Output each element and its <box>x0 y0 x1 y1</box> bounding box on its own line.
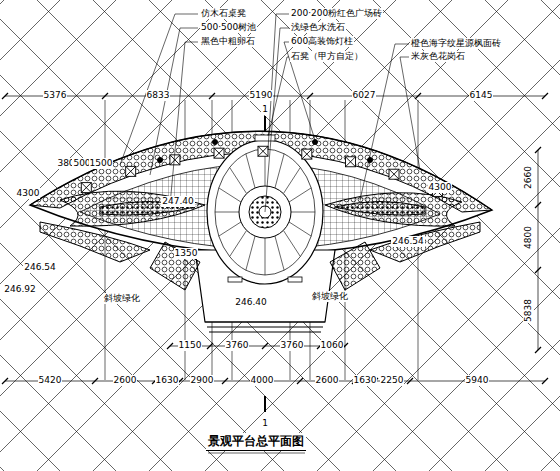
tree-pit <box>345 157 355 167</box>
paving-ray <box>275 154 284 188</box>
dimension-tick <box>222 378 228 384</box>
dimension-text: 1 <box>261 104 269 115</box>
dimension-text: 2600 <box>113 375 138 386</box>
paving-ray <box>283 230 300 256</box>
grid-line <box>37 0 508 471</box>
dimension-tick <box>2 93 8 99</box>
tree-pit <box>258 146 268 156</box>
dimension-text: 5940 <box>465 375 490 386</box>
dimension-text: 6833 <box>146 90 171 101</box>
dimension-text: 3760 <box>280 340 305 351</box>
grid-line <box>541 0 560 471</box>
tree-pit <box>214 148 224 158</box>
dimension-tick <box>542 93 548 99</box>
dimension-text: 1150 <box>178 340 203 351</box>
paving-ray <box>219 222 241 236</box>
dimension-text: 4000 <box>250 375 275 386</box>
dimension-text: 6027 <box>352 90 377 101</box>
dimension-text: 1060 <box>320 340 345 351</box>
dimension-tick <box>209 93 215 99</box>
tree-pit <box>302 149 312 159</box>
dimension-tick <box>262 343 268 349</box>
paving-ray <box>289 222 311 236</box>
material-callout: 仿木石桌凳 <box>200 8 247 19</box>
paving-ray <box>246 236 255 270</box>
material-callout: 200·200粉红色广场砖 <box>290 8 383 19</box>
paving-ray <box>283 167 300 193</box>
dimension-tick <box>297 378 303 384</box>
grid-line <box>0 0 4 471</box>
dimension-text: 1350 <box>174 248 199 259</box>
dimension-text: 3760 <box>225 340 250 351</box>
paving-ray <box>219 188 241 202</box>
dimension-tick <box>2 378 8 384</box>
dimension-text: 5838 <box>523 298 534 323</box>
dimension-tick <box>307 93 313 99</box>
paving-ray <box>230 167 247 193</box>
dimension-text: 1630 <box>155 375 180 386</box>
tree-pit <box>126 166 136 176</box>
material-callout: 500·500树池 <box>200 22 257 33</box>
paving-ray <box>291 212 315 213</box>
dimension-text: 2660 <box>523 165 534 190</box>
paving-ray <box>215 212 239 213</box>
dimension-text: 2900 <box>190 375 215 386</box>
material-callout: 浅绿色水洗石 <box>290 22 346 33</box>
dimension-tick <box>102 93 108 99</box>
area-note: 斜坡绿化 <box>311 291 349 302</box>
paving-ray <box>230 230 247 256</box>
dimension-tick <box>535 267 541 273</box>
elevation-text: 246.92 <box>3 284 37 295</box>
dimension-tick <box>535 202 541 208</box>
elevation-text: 246.54 <box>391 236 425 247</box>
area-note: 斜坡绿化 <box>103 293 141 304</box>
dimension-text: 1500 <box>89 158 114 169</box>
tree-pit <box>81 183 91 193</box>
dimension-text: 4800 <box>523 225 534 250</box>
grid-line <box>37 0 508 471</box>
drawing-title: 景观平台总平面图 <box>206 433 306 451</box>
dimension-tick <box>207 343 213 349</box>
grid-line <box>485 0 560 471</box>
dimension-text: 2250 <box>380 375 405 386</box>
paving-ray <box>275 236 284 270</box>
paving-ray <box>246 154 255 188</box>
dimension-tick <box>92 378 98 384</box>
dimension-text: 5190 <box>249 90 274 101</box>
dimension-tick <box>542 378 548 384</box>
elevation-text: 247.40 <box>161 196 195 207</box>
dimension-tick <box>535 147 541 153</box>
dimension-text: 4300 <box>16 188 41 199</box>
material-callout: 橙色海字纹星源枫面砖 <box>410 38 502 49</box>
dimension-text: 1630 <box>353 375 378 386</box>
dimension-tick <box>415 93 421 99</box>
dimension-text: 2600 <box>315 375 340 386</box>
material-callout: 米灰色花岗石 <box>410 51 466 62</box>
material-callout: 黑色中粗卵石 <box>200 36 256 47</box>
dimension-tick <box>407 378 413 384</box>
dimension-text: 5420 <box>38 375 63 386</box>
dimension-tick <box>167 343 173 349</box>
grid-line <box>541 0 560 471</box>
tree-pit <box>389 169 399 179</box>
dimension-text: 1 <box>261 418 269 429</box>
elevation-text: 246.54 <box>23 262 57 273</box>
elevation-text: 246.40 <box>234 297 268 308</box>
dimension-text: 4300 <box>428 182 453 193</box>
dimension-text: 5376 <box>43 90 68 101</box>
paving-ray <box>289 188 311 202</box>
grid-line <box>485 0 560 471</box>
tree-pit <box>170 155 180 165</box>
material-callout: 石凳（甲方自定） <box>290 51 364 62</box>
grid-line <box>0 0 4 471</box>
dimension-tick <box>535 347 541 353</box>
material-callout: 600高装饰灯柱 <box>290 36 354 47</box>
dimension-text: 6145 <box>469 90 494 101</box>
paving-ray <box>265 238 266 275</box>
